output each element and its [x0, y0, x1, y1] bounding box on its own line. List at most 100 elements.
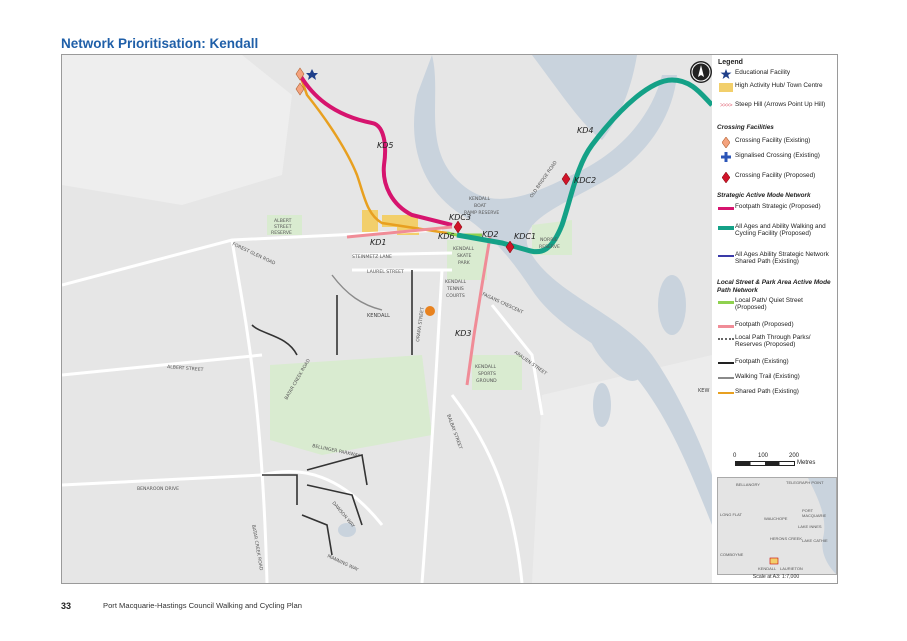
crossing-existing-icon[interactable]: [295, 82, 305, 96]
label-skate-3: PARK: [458, 260, 471, 266]
plus-icon: [717, 152, 735, 162]
label-kew: KEW: [698, 388, 709, 394]
label-kd6: KD6: [438, 232, 455, 241]
route-kd3[interactable]: [465, 236, 492, 386]
label-tennis-3: COURTS: [446, 293, 465, 299]
crossing-existing-legend-icon: [717, 136, 735, 148]
bus-stop-icon: [425, 306, 435, 316]
legend-activity-hub: High Activity Hub/ Town Centre: [717, 82, 837, 92]
route-kd5[interactable]: [298, 73, 453, 227]
black-line-icon: [717, 358, 735, 368]
label-sports-1: KENDALL: [475, 364, 497, 370]
salmon-line-icon: [717, 321, 735, 331]
pink-line-icon: [717, 203, 735, 213]
inset-map: BELLANGRY TELEGRAPH POINT LONG FLAT WAUC…: [717, 477, 837, 575]
label-kdc1: KDC1: [514, 232, 536, 241]
footer-text: Port Macquarie-Hastings Council Walking …: [103, 601, 302, 610]
legend-all-ages-shared: All Ages Ability Strategic Network Share…: [717, 251, 837, 266]
label-laurel: LAUREL STREET: [367, 269, 404, 275]
label-steinmetz: STEINMETZ LANE: [352, 254, 392, 260]
grey-line-icon: [717, 373, 735, 383]
label-tennis-2: TENNIS: [446, 286, 464, 292]
label-kd2: KD2: [482, 230, 499, 239]
legend-local-head: Local Street & Park Area Active Mode Pat…: [717, 279, 831, 294]
teal-line-icon: [717, 223, 735, 233]
legend-footpath-strategic: Footpath Strategic (Proposed): [717, 203, 837, 213]
lagoon: [593, 383, 611, 427]
legend-shared-path: Shared Path (Existing): [717, 388, 837, 398]
dotted-line-icon: [717, 334, 735, 344]
label-norrie-1: NORRIE: [540, 237, 558, 243]
route-kd1[interactable]: [346, 225, 453, 239]
map-canvas[interactable]: KD1 KD2 KD3 KD4 KD5 KD6 KDC1 KDC2 KDC3 A…: [62, 55, 712, 583]
walking-trail: [331, 274, 383, 311]
route-kd2-kd4[interactable]: [456, 77, 712, 255]
scale-bar: 0 100 200 Metres: [733, 453, 816, 466]
pond: [338, 523, 356, 537]
label-kd5: KD5: [377, 141, 394, 150]
label-skate-1: KENDALL: [453, 246, 475, 252]
park-albert-reserve: [267, 215, 302, 235]
legend-signalised: Signalised Crossing (Existing): [717, 152, 837, 162]
legend-crossing-head: Crossing Facilities: [717, 124, 774, 131]
educational-facility-icon[interactable]: [306, 69, 318, 80]
label-kendall-boat-2: BOAT: [474, 203, 486, 209]
river: [414, 55, 712, 525]
label-sports-3: GROUND: [476, 378, 497, 384]
legend-local-parks: Local Path Through Parks/ Reserves (Prop…: [717, 334, 837, 349]
label-albert-reserve-2: STREET: [274, 224, 292, 230]
park-sports: [472, 355, 522, 390]
legend-steep-hill: >>>> Steep Hill (Arrows Point Up Hill): [717, 101, 837, 111]
crossing-existing[interactable]: [295, 82, 305, 96]
crossing-existing[interactable]: [295, 67, 305, 81]
crossing-existing-icon[interactable]: [295, 67, 305, 81]
label-skate-2: SKATE: [457, 253, 471, 259]
legend-footpath-existing: Footpath (Existing): [717, 358, 837, 368]
paddock-area: [62, 55, 292, 205]
lagoon: [658, 275, 686, 335]
label-albert-street: ALBERT STREET: [167, 364, 204, 373]
legend-all-ages: All Ages and Ability Walking and Cycling…: [717, 223, 837, 238]
label-orara: ORARA STREET: [415, 307, 426, 343]
legend-crossing-proposed: Crossing Facility (Proposed): [717, 171, 837, 183]
crossing-proposed-kdc3[interactable]: [453, 220, 463, 234]
label-albert-reserve-1: ALBERT: [274, 218, 292, 224]
north-arrow-icon: [690, 61, 712, 83]
steep-arrows-icon: >>>>: [719, 103, 733, 109]
label-benaroon: BENAROON DRIVE: [137, 486, 179, 492]
park-skate: [447, 240, 487, 280]
page-number: 33: [61, 601, 72, 611]
label-kendall-boat-1: KENDALL: [469, 196, 491, 202]
label-sports-2: SPORTS: [478, 371, 496, 377]
footpath-existing: [251, 270, 413, 556]
label-tennis-1: KENDALL: [445, 279, 467, 285]
orange-line-icon: [717, 388, 735, 398]
legend-title: Legend: [718, 59, 743, 66]
blue-line-icon: [717, 251, 735, 261]
legend-educational: Educational Facility: [717, 69, 837, 79]
label-kd3: KD3: [455, 329, 472, 338]
label-kendall: KENDALL: [367, 313, 390, 319]
label-kdc3: KDC3: [449, 213, 471, 222]
park-green: [270, 355, 432, 455]
label-albert-reserve-3: RESERVE: [271, 230, 292, 236]
label-kd1: KD1: [370, 238, 387, 247]
crossing-proposed-kdc1[interactable]: [505, 240, 515, 254]
label-kdc2: KDC2: [574, 176, 596, 185]
crossing-proposed-kdc2[interactable]: [561, 172, 571, 186]
map-frame[interactable]: KD1 KD2 KD3 KD4 KD5 KD6 KDC1 KDC2 KDC3 A…: [61, 54, 838, 584]
legend-crossing-existing: Crossing Facility (Existing): [717, 136, 837, 148]
legend-footpath-proposed: Footpath (Proposed): [717, 321, 837, 331]
page-title: Network Prioritisation: Kendall: [61, 36, 259, 51]
star-icon: [717, 69, 735, 79]
river-backwater: [582, 315, 643, 381]
crossing-proposed-legend-icon: [717, 171, 735, 183]
hub-swatch-icon: [717, 82, 735, 92]
legend-strategic-head: Strategic Active Mode Network: [717, 192, 811, 199]
green-line-icon: [717, 297, 735, 307]
label-kd4: KD4: [577, 126, 594, 135]
label-norrie-2: RESERVE: [539, 244, 560, 250]
shared-path-existing: [298, 74, 448, 235]
legend-walking-trail: Walking Trail (Existing): [717, 373, 837, 383]
activity-hub: [362, 210, 378, 232]
